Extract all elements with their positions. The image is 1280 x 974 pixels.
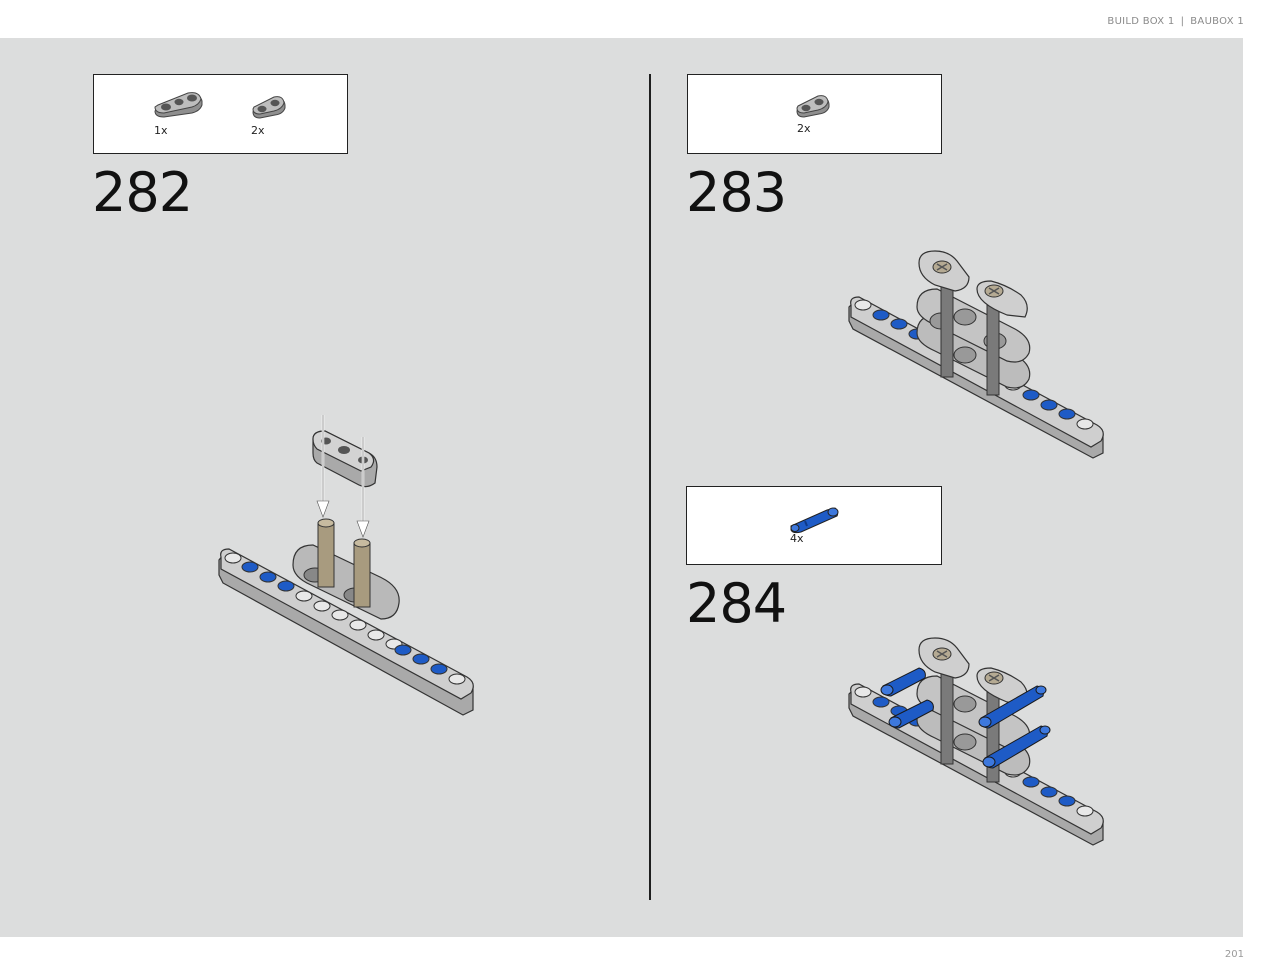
step-number-283: 283 [686,161,787,224]
page-number: 201 [1224,949,1244,960]
step-283-assembly [848,250,1104,459]
parts-callout-282: 1x 2x [93,74,348,154]
header-baubox: BAUBOX 1 [1190,16,1244,27]
step-284-assembly [848,637,1104,846]
header-build-box: BUILD BOX 1 [1107,16,1175,27]
header-separator: | [1180,16,1185,27]
step-number-284: 284 [686,572,787,635]
parts-callout-283: 2x [687,74,942,154]
step-number-282: 282 [92,161,193,224]
part-qty: 2x [251,124,265,137]
part-qty: 2x [797,122,811,135]
part-qty: 4x [790,532,804,545]
header-text: BUILD BOX 1 | BAUBOX 1 [1107,16,1244,27]
cross-block-icon [252,96,286,119]
double-cross-block-icon [154,92,203,118]
step-282-assembly [218,415,474,716]
part-qty: 1x [154,124,168,137]
cross-block-icon [796,95,830,118]
column-divider [649,74,651,900]
parts-callout-284: 4x [686,486,942,565]
axle-pin-icon [790,507,839,534]
